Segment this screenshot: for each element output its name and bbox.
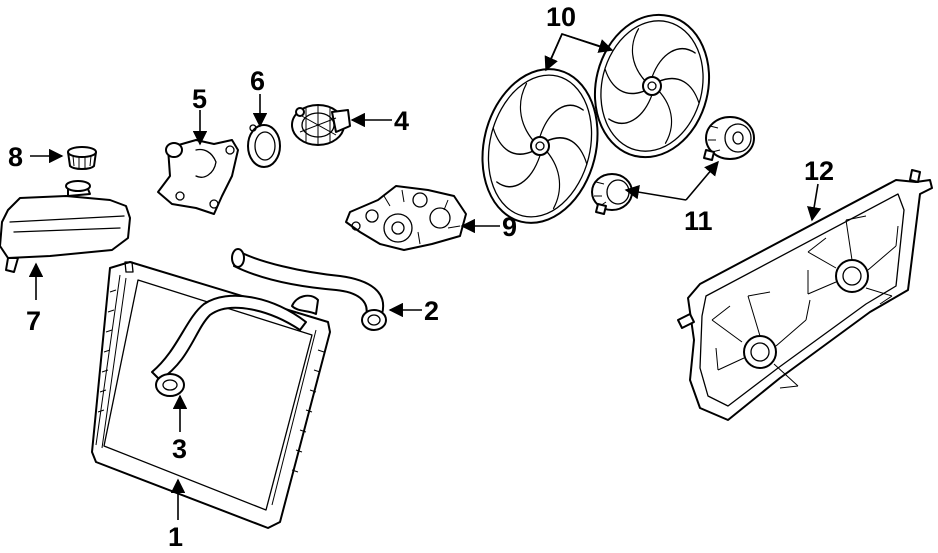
radiator xyxy=(91,261,331,529)
water-outlet xyxy=(157,139,239,215)
callout-11: 11 xyxy=(684,206,713,236)
cooling-fan-right xyxy=(593,13,711,159)
radiator-outlet-hose xyxy=(151,294,307,397)
fan-motor-right xyxy=(703,116,755,161)
callout-3: 3 xyxy=(172,434,187,464)
callout-2: 2 xyxy=(424,296,439,326)
callout-7: 7 xyxy=(26,306,41,336)
thermostat xyxy=(291,104,351,146)
water-pump xyxy=(345,185,467,251)
callout-1: 1 xyxy=(168,522,183,552)
thermostat-gasket xyxy=(247,124,281,168)
reservoir-cap xyxy=(67,146,97,170)
callout-5: 5 xyxy=(192,84,207,114)
coolant-reservoir xyxy=(0,180,131,273)
fan-motor-left xyxy=(591,173,633,215)
callout-labels: 1 2 3 4 5 6 7 8 9 10 11 12 xyxy=(8,2,834,552)
callout-10: 10 xyxy=(546,2,576,32)
callout-8: 8 xyxy=(8,142,23,172)
radiator-inlet-hose xyxy=(231,248,387,331)
callout-4: 4 xyxy=(394,106,409,136)
leader-lines xyxy=(28,33,822,520)
callout-9: 9 xyxy=(502,212,517,242)
cooling-fan-left xyxy=(481,68,599,224)
callout-6: 6 xyxy=(250,66,265,96)
fan-shroud xyxy=(677,169,933,421)
callout-12: 12 xyxy=(804,156,834,186)
